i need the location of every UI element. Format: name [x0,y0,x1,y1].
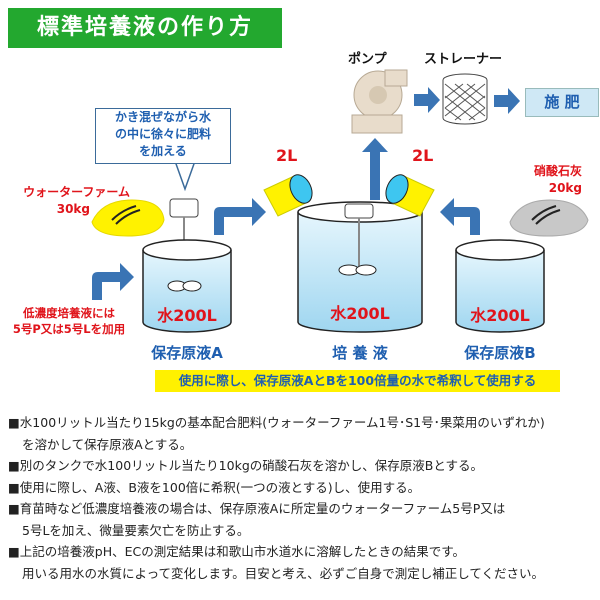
fertilizer-b-label: 硝酸石灰 20kg [510,163,582,197]
fertilizer-a-name: ウォーターファーム [23,185,130,199]
bucket-left-icon [263,174,313,217]
bucket-right-volume: 2L [412,146,434,165]
fertigation-label: 施 肥 [525,88,599,117]
tank-a-icon [142,239,232,333]
arrow-a-to-bucket [214,198,266,235]
bucket-right-icon [385,174,435,217]
note-item: ■別のタンクで水100リットル当たり10kgの硝酸石灰を溶かし、保存原液Bとする… [8,458,483,473]
note-item: ■使用に際し、A液、B液を100倍に希釈(一つの液とする)し、使用する。 [8,479,421,495]
tank-center-water: 水200L [330,304,390,323]
tank-center-icon [297,201,423,333]
arrow-note-to-tank [92,263,134,300]
note-item: ■上記の培養液pH、ECの測定結果は和歌山市水道水に溶解したときの結果です。 [8,544,466,559]
usage-banner: 使用に際し、保存原液AとBを100倍量の水で希釈して使用する [155,370,560,392]
note-item-cont: を溶かして保存原液Aとする。 [22,436,193,452]
tank-b-icon [455,239,545,333]
callout-line: かき混ぜながら水 [114,110,211,124]
fertilizer-b-name: 硝酸石灰 [533,164,582,178]
bucket-left-volume: 2L [276,146,298,165]
fertilizer-bag-a-icon [91,199,165,237]
arrow-up-to-pump [362,138,388,200]
note-line: 低濃度培養液には [23,306,115,320]
callout-line: の中に徐々に肥料 [114,127,211,141]
tank-b-label: 保存原液B [464,344,536,362]
strainer-label: ストレーナー [424,52,503,67]
fertilizer-b-weight: 20kg [548,181,582,195]
fertilizer-a-weight: 30kg [56,202,90,216]
tank-b-water: 水200L [470,306,530,325]
notes: ■水100リットル当たり15kgの基本配合肥料(ウォーターファーム1号･S1号･… [8,412,598,584]
mixing-callout: かき混ぜながら水 の中に徐々に肥料 を加える [95,108,231,164]
note-item: ■育苗時など低濃度培養液の場合は、保存原液Aに所定量のウォーターファーム5号P又… [8,501,506,516]
arrow-b-to-bucket [440,198,480,235]
pump-icon [351,69,408,134]
note-item: ■水100リットル当たり15kgの基本配合肥料(ウォーターファーム1号･S1号･… [8,415,545,430]
tank-a-water: 水200L [157,306,217,325]
low-concentration-note: 低濃度培養液には 5号P又は5号Lを加用 [4,305,134,337]
note-line: 5号P又は5号Lを加用 [12,322,126,336]
arrow-to-strainer [414,87,440,113]
note-item-cont: 5号Lを加え、微量要素欠亡を防止する。 [22,522,250,538]
tank-a-label: 保存原液A [151,344,223,362]
strainer-icon [442,73,488,125]
note-item-cont: 用いる用水の水質によって変化します。目安と考え、必ずご自身で測定し補正してくださ… [22,565,545,581]
arrow-to-fertigation [494,88,520,114]
page-title: 標準培養液の作り方 [8,8,282,48]
pump-label: ポンプ [348,52,387,67]
callout-line: を加える [139,144,187,158]
fertilizer-bag-b-icon [509,199,589,237]
tank-center-label: 培 養 液 [332,344,388,362]
fertilizer-a-label: ウォーターファーム 30kg [18,184,130,218]
